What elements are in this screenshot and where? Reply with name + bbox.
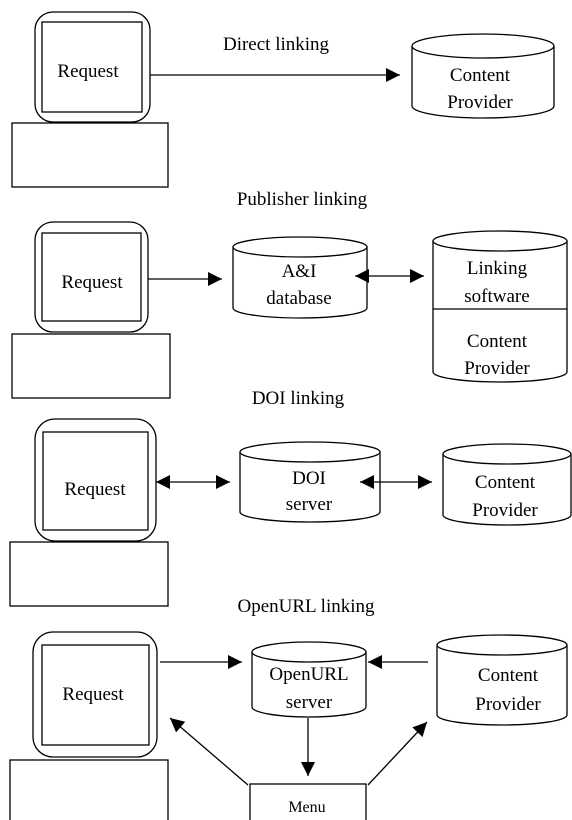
doi-server-line1: DOI: [292, 468, 326, 489]
doi-provider-line1: Content: [475, 472, 536, 493]
openurl-server-line2: server: [286, 692, 333, 713]
direct-linking-panel: Direct linking Request Content Provider: [11, 11, 555, 188]
publisher-provider-line2: Provider: [464, 358, 530, 379]
doi-provider-line2: Provider: [472, 500, 538, 521]
openurl-request-label: Request: [62, 684, 124, 705]
openurl-provider-line1: Content: [478, 665, 539, 686]
publisher-database-line2: database: [266, 288, 331, 309]
request-computer-icon: [11, 11, 169, 188]
openurl-server-database-icon: [251, 641, 367, 718]
openurl-linking-panel: OpenURL linking Request OpenURL server C…: [9, 596, 568, 820]
openurl-menu-to-provider-arrow: [367, 721, 428, 786]
request-computer-icon: [9, 631, 169, 820]
publisher-linking-software-line1: Linking: [467, 258, 528, 279]
request-computer-icon: [11, 221, 171, 399]
openurl-menu-to-request-arrow: [169, 717, 249, 786]
publisher-linking-title: Publisher linking: [237, 189, 368, 210]
doi-linking-panel: DOI linking Request DOI server Content P…: [9, 388, 572, 607]
openurl-linking-title: OpenURL linking: [237, 596, 375, 617]
doi-server-database-icon: [239, 441, 381, 523]
publisher-linking-panel: Publisher linking Request A&I database L…: [11, 189, 568, 399]
openurl-provider-line2: Provider: [475, 694, 541, 715]
doi-linking-title: DOI linking: [252, 388, 345, 409]
publisher-provider-line1: Content: [467, 331, 528, 352]
publisher-request-label: Request: [61, 272, 123, 293]
publisher-linking-software-line2: software: [464, 286, 529, 307]
content-provider-database-icon: [411, 33, 555, 119]
openurl-menu-label: Menu: [288, 799, 325, 816]
direct-linking-title: Direct linking: [223, 34, 330, 55]
doi-server-line2: server: [286, 494, 333, 515]
openurl-content-provider-database-icon: [436, 634, 568, 726]
direct-provider-line2: Provider: [447, 92, 513, 113]
publisher-database-line1: A&I: [282, 261, 317, 282]
doi-request-label: Request: [64, 479, 126, 500]
menu-box: [249, 783, 367, 820]
ai-database-icon: [232, 236, 368, 319]
openurl-server-line1: OpenURL: [269, 664, 348, 685]
direct-provider-line1: Content: [450, 65, 511, 86]
direct-request-label: Request: [57, 61, 119, 82]
request-computer-icon: [9, 418, 169, 607]
doi-content-provider-database-icon: [442, 443, 572, 526]
linking-software-provider-database-icon: [432, 230, 568, 383]
